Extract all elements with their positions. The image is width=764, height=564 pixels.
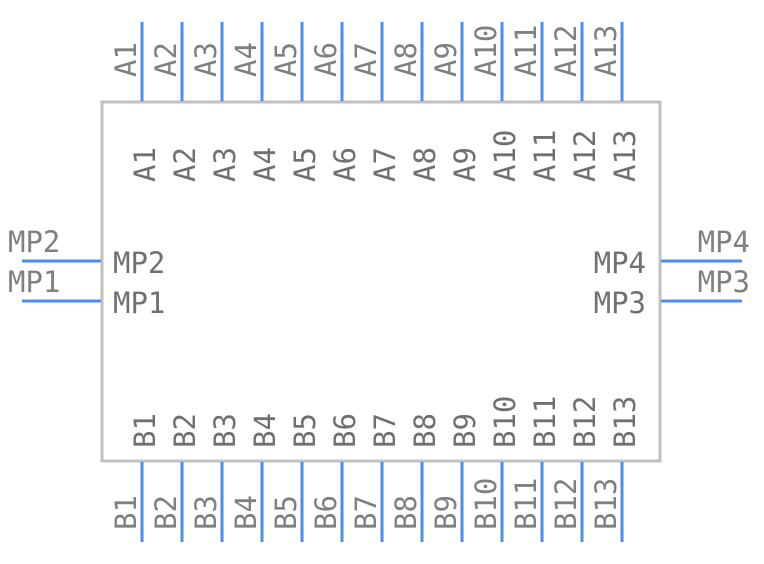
pin-inner-label-b5: B5 (288, 413, 322, 448)
pin-label-b7: B7 (349, 495, 383, 530)
pin-label-a6: A6 (309, 42, 343, 77)
pin-inner-label-b12: B12 (568, 396, 602, 448)
pin-label-mp4: MP4 (698, 225, 750, 259)
pin-inner-label-b1: B1 (128, 413, 162, 448)
component-body (100, 100, 662, 463)
pin-inner-label-b4: B4 (248, 413, 282, 448)
pin-label-a3: A3 (189, 42, 223, 77)
pin-inner-label-b7: B7 (368, 413, 402, 448)
pin-label-a10: A10 (469, 25, 503, 77)
pin-inner-label-a6: A6 (328, 147, 362, 182)
pin-inner-label-a11: A11 (528, 130, 562, 182)
pin-inner-label-a9: A9 (448, 147, 482, 182)
pin-label-a13: A13 (589, 25, 623, 77)
pin-label-a11: A11 (509, 25, 543, 77)
pin-inner-label-b11: B11 (528, 396, 562, 448)
pins (22, 22, 742, 542)
pin-inner-label-a1: A1 (128, 147, 162, 182)
pin-label-b8: B8 (389, 495, 423, 530)
pin-inner-label-b2: B2 (168, 413, 202, 448)
pin-label-b2: B2 (149, 495, 183, 530)
pin-inner-label-a3: A3 (208, 147, 242, 182)
pin-inner-label-a5: A5 (288, 147, 322, 182)
pin-inner-label-b8: B8 (408, 413, 442, 448)
pin-label-mp2: MP2 (8, 225, 60, 259)
pin-label-a2: A2 (149, 42, 183, 77)
pin-label-a7: A7 (349, 42, 383, 77)
pin-label-mp3: MP3 (698, 265, 750, 299)
pin-label-a5: A5 (269, 42, 303, 77)
pin-inner-label-a2: A2 (168, 147, 202, 182)
pin-label-b6: B6 (309, 495, 343, 530)
pin-label-b3: B3 (189, 495, 223, 530)
pin-inner-label-mp3: MP3 (594, 286, 646, 320)
pin-label-a12: A12 (549, 25, 583, 77)
pin-inner-label-b6: B6 (328, 413, 362, 448)
pin-label-b13: B13 (589, 478, 623, 530)
pin-inner-label-b10: B10 (488, 396, 522, 448)
pin-inner-label-mp2: MP2 (113, 246, 165, 280)
pin-inner-label-a13: A13 (608, 130, 642, 182)
pin-inner-label-mp1: MP1 (113, 286, 165, 320)
pin-inner-label-mp4: MP4 (594, 246, 646, 280)
pin-label-b1: B1 (109, 495, 143, 530)
pin-inner-label-a7: A7 (368, 147, 402, 182)
pin-inner-label-a12: A12 (568, 130, 602, 182)
pin-label-b10: B10 (469, 478, 503, 530)
pin-label-b11: B11 (509, 478, 543, 530)
pin-label-a4: A4 (229, 42, 263, 77)
pin-label-mp1: MP1 (8, 265, 60, 299)
pin-label-a1: A1 (109, 42, 143, 77)
pin-inner-label-a10: A10 (488, 130, 522, 182)
pin-inner-label-a8: A8 (408, 147, 442, 182)
pin-inner-label-a4: A4 (248, 147, 282, 182)
pin-label-b9: B9 (429, 495, 463, 530)
pin-label-b4: B4 (229, 495, 263, 530)
pin-inner-label-b13: B13 (608, 396, 642, 448)
pin-label-b5: B5 (269, 495, 303, 530)
pin-inner-label-b3: B3 (208, 413, 242, 448)
labels: A1A1A2A2A3A3A4A4A5A5A6A6A7A7A8A8A9A9A10A… (8, 25, 750, 530)
pin-inner-label-b9: B9 (448, 413, 482, 448)
pin-label-b12: B12 (549, 478, 583, 530)
pin-label-a9: A9 (429, 42, 463, 77)
pin-label-a8: A8 (389, 42, 423, 77)
